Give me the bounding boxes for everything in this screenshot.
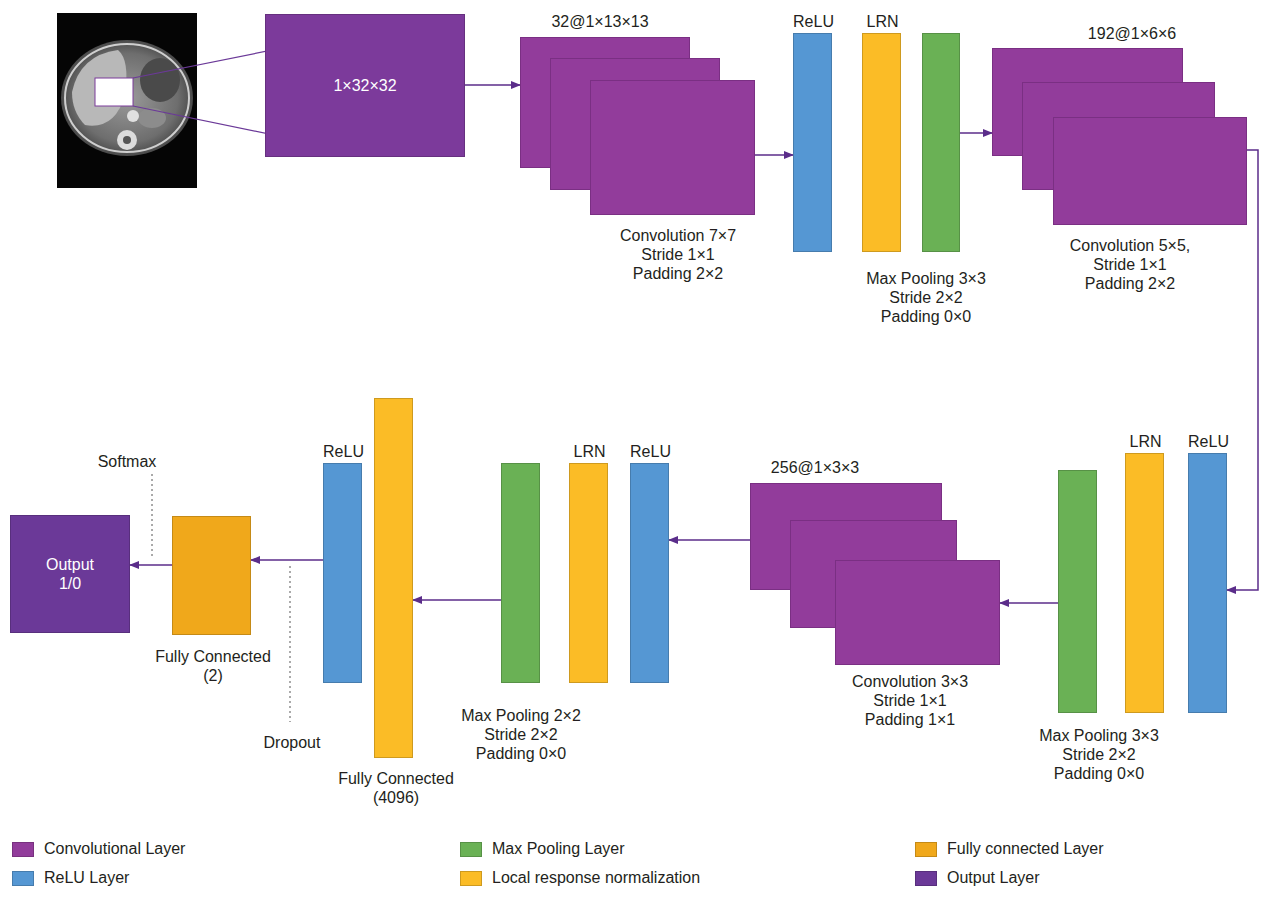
legend-swatch bbox=[915, 871, 937, 886]
conv-layer: 256@1×3×3Convolution 3×3 Stride 1×1 Padd… bbox=[750, 483, 1000, 665]
relu-layer: ReLU bbox=[630, 463, 669, 683]
lrn-layer: LRN bbox=[1125, 453, 1164, 713]
softmax-leader bbox=[152, 474, 153, 556]
legend-swatch bbox=[12, 842, 34, 857]
conv-layer: 192@1×6×6Convolution 5×5, Stride 1×1 Pad… bbox=[992, 48, 1247, 225]
layer-label: Fully Connected (2) bbox=[147, 647, 279, 685]
legend-text: Local response normalization bbox=[492, 868, 700, 887]
shape-label: 32@1×13×13 bbox=[534, 12, 666, 31]
maxpool-layer: Max Pooling 3×3 Stride 2×2 Padding 0×0 bbox=[922, 33, 960, 252]
fc-layer: Fully Connected (2) bbox=[172, 516, 251, 635]
shape-label: 192@1×6×6 bbox=[1066, 24, 1198, 43]
flow-arrow bbox=[669, 539, 750, 541]
relu-layer: ReLU bbox=[323, 463, 362, 683]
feature-map bbox=[1053, 117, 1247, 225]
flow-arrow bbox=[465, 84, 520, 86]
output-box: Output 1/0 bbox=[10, 515, 130, 633]
layer-label: LRN bbox=[843, 12, 923, 31]
node-label: 1×32×32 bbox=[333, 76, 396, 95]
flow-arrow bbox=[413, 599, 501, 601]
maxpool-layer: Max Pooling 2×2 Stride 2×2 Padding 0×0 bbox=[501, 463, 540, 683]
dropout-leader bbox=[290, 566, 291, 722]
legend-swatch bbox=[460, 871, 482, 886]
layer-label: Max Pooling 2×2 Stride 2×2 Padding 0×0 bbox=[455, 706, 587, 764]
flow-arrow bbox=[130, 564, 172, 566]
relu-layer: ReLU bbox=[793, 33, 832, 252]
flow-arrow bbox=[755, 154, 793, 156]
legend-swatch bbox=[460, 842, 482, 857]
layer-label: ReLU bbox=[774, 12, 854, 31]
layer-label: LRN bbox=[550, 442, 630, 461]
legend-text: Output Layer bbox=[947, 868, 1040, 887]
lrn-layer: LRN bbox=[862, 33, 901, 252]
legend-text: ReLU Layer bbox=[44, 868, 129, 887]
legend-text: Convolutional Layer bbox=[44, 839, 185, 858]
layer-label: Max Pooling 3×3 Stride 2×2 Padding 0×0 bbox=[860, 269, 992, 327]
layer-label: Fully Connected (4096) bbox=[330, 769, 462, 807]
annotation-label: Softmax bbox=[85, 452, 169, 471]
layer-label: Convolution 3×3 Stride 1×1 Padding 1×1 bbox=[844, 672, 976, 730]
feature-map bbox=[835, 560, 1000, 665]
fc-layer: Fully Connected (4096) bbox=[374, 398, 413, 758]
layer-label: ReLU bbox=[304, 442, 384, 461]
layer-label: LRN bbox=[1106, 432, 1186, 451]
flow-arrow bbox=[960, 132, 992, 134]
conv-layer: 32@1×13×13Convolution 7×7 Stride 1×1 Pad… bbox=[520, 37, 755, 215]
relu-layer: ReLU bbox=[1188, 453, 1227, 713]
layer-label: Convolution 5×5, Stride 1×1 Padding 2×2 bbox=[1064, 236, 1196, 294]
shape-label: 256@1×3×3 bbox=[749, 458, 881, 477]
node-label: Output 1/0 bbox=[35, 555, 105, 593]
layer-label: ReLU bbox=[1169, 432, 1249, 451]
maxpool-layer: Max Pooling 3×3 Stride 2×2 Padding 0×0 bbox=[1058, 470, 1097, 713]
layer-label: Max Pooling 3×3 Stride 2×2 Padding 0×0 bbox=[1033, 726, 1165, 784]
legend-swatch bbox=[12, 871, 34, 886]
legend-text: Max Pooling Layer bbox=[492, 839, 625, 858]
feature-map bbox=[590, 80, 755, 215]
annotation-label: Dropout bbox=[250, 733, 334, 752]
legend-text: Fully connected Layer bbox=[947, 839, 1104, 858]
flow-arrow bbox=[251, 559, 323, 561]
flow-arrow bbox=[1000, 602, 1058, 604]
ct-scan bbox=[57, 13, 197, 188]
legend-swatch bbox=[915, 842, 937, 857]
lrn-layer: LRN bbox=[569, 463, 608, 683]
layer-label: Convolution 7×7 Stride 1×1 Padding 2×2 bbox=[612, 226, 744, 284]
layer-label: ReLU bbox=[611, 442, 691, 461]
input-box: 1×32×32 bbox=[265, 14, 465, 157]
